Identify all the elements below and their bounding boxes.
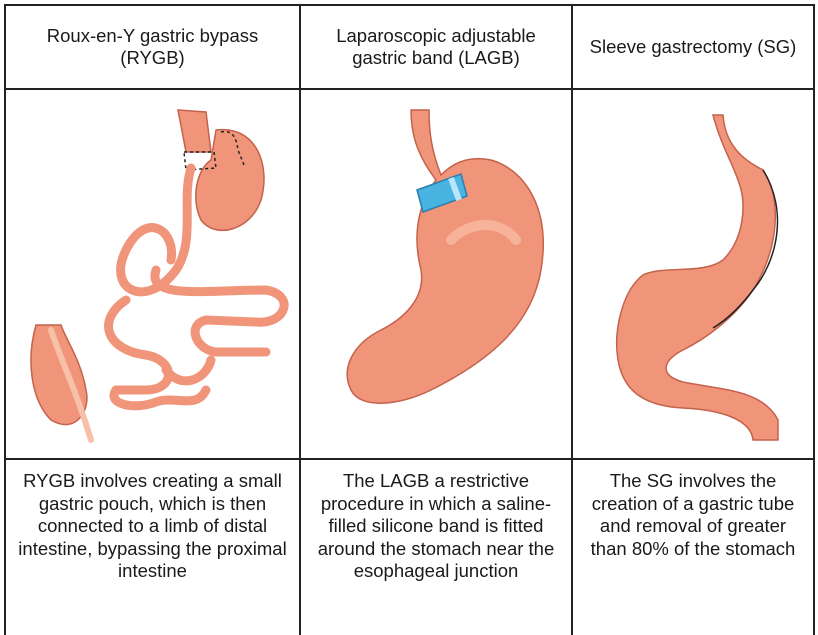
caption-rygb: RYGB involves creating a small gastric p… [6,462,299,583]
header-lagb: Laparoscopic adjustable gastric band (LA… [301,6,571,88]
rygb-stomach-icon [6,90,299,460]
procedure-table: Roux-en-Y gastric bypass (RYGB) Laparosc… [4,4,815,635]
caption-sg: The SG involves the creation of a gastri… [573,462,813,560]
caption-lagb: The LAGB a restrictive procedure in whic… [301,462,571,583]
lagb-stomach-icon [301,90,571,460]
header-sg: Sleeve gastrectomy (SG) [573,6,813,88]
sleeve-stomach-icon [573,90,813,460]
header-rygb: Roux-en-Y gastric bypass (RYGB) [6,6,299,88]
